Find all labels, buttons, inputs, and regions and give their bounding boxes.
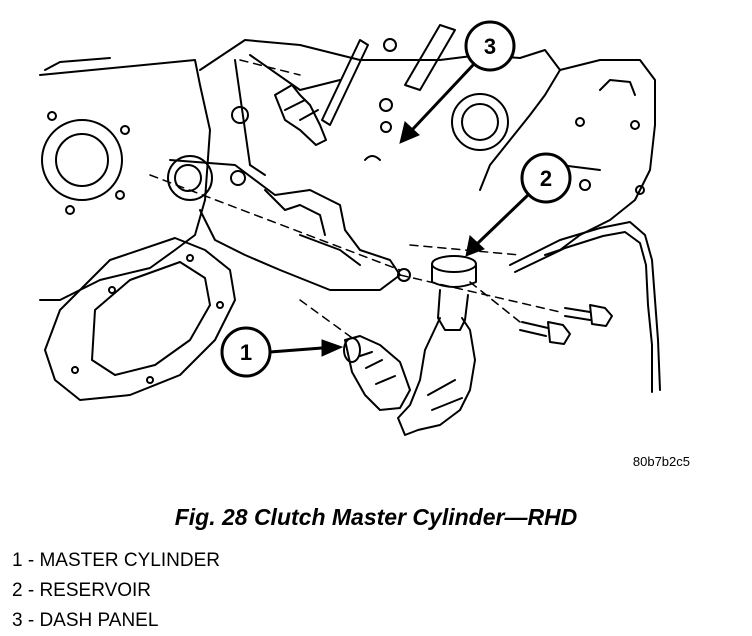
svg-text:2: 2 xyxy=(540,166,552,191)
gasket-plate xyxy=(44,237,236,401)
alignment-lines xyxy=(149,59,561,341)
mounting-bolts xyxy=(519,304,613,345)
engine-housing xyxy=(39,57,211,301)
clutch-master-cylinder-diagram: 1 2 3 80b7b2c5 xyxy=(39,20,690,469)
hydraulic-line xyxy=(509,221,661,393)
body-bracket xyxy=(539,59,656,256)
svg-text:1: 1 xyxy=(240,340,252,365)
electrical-connector xyxy=(274,84,327,146)
svg-text:3: 3 xyxy=(484,34,496,59)
legend-item: 3 - DASH PANEL xyxy=(12,610,159,631)
legend-item: 2 - RESERVOIR xyxy=(12,580,152,601)
callout-1: 1 xyxy=(220,326,344,378)
legend-item: 1 - MASTER CYLINDER xyxy=(12,550,220,571)
figure-caption: Fig. 28 Clutch Master Cylinder—RHD xyxy=(174,504,578,530)
master-cylinder xyxy=(343,317,476,436)
callout-3: 3 xyxy=(399,20,516,144)
mounting-flange xyxy=(167,155,401,291)
legend: 1 - MASTER CYLINDER 2 - RESERVOIR 3 - DA… xyxy=(12,546,220,636)
reservoir xyxy=(397,255,477,331)
image-code: 80b7b2c5 xyxy=(633,454,690,469)
callout-2: 2 xyxy=(465,152,572,257)
